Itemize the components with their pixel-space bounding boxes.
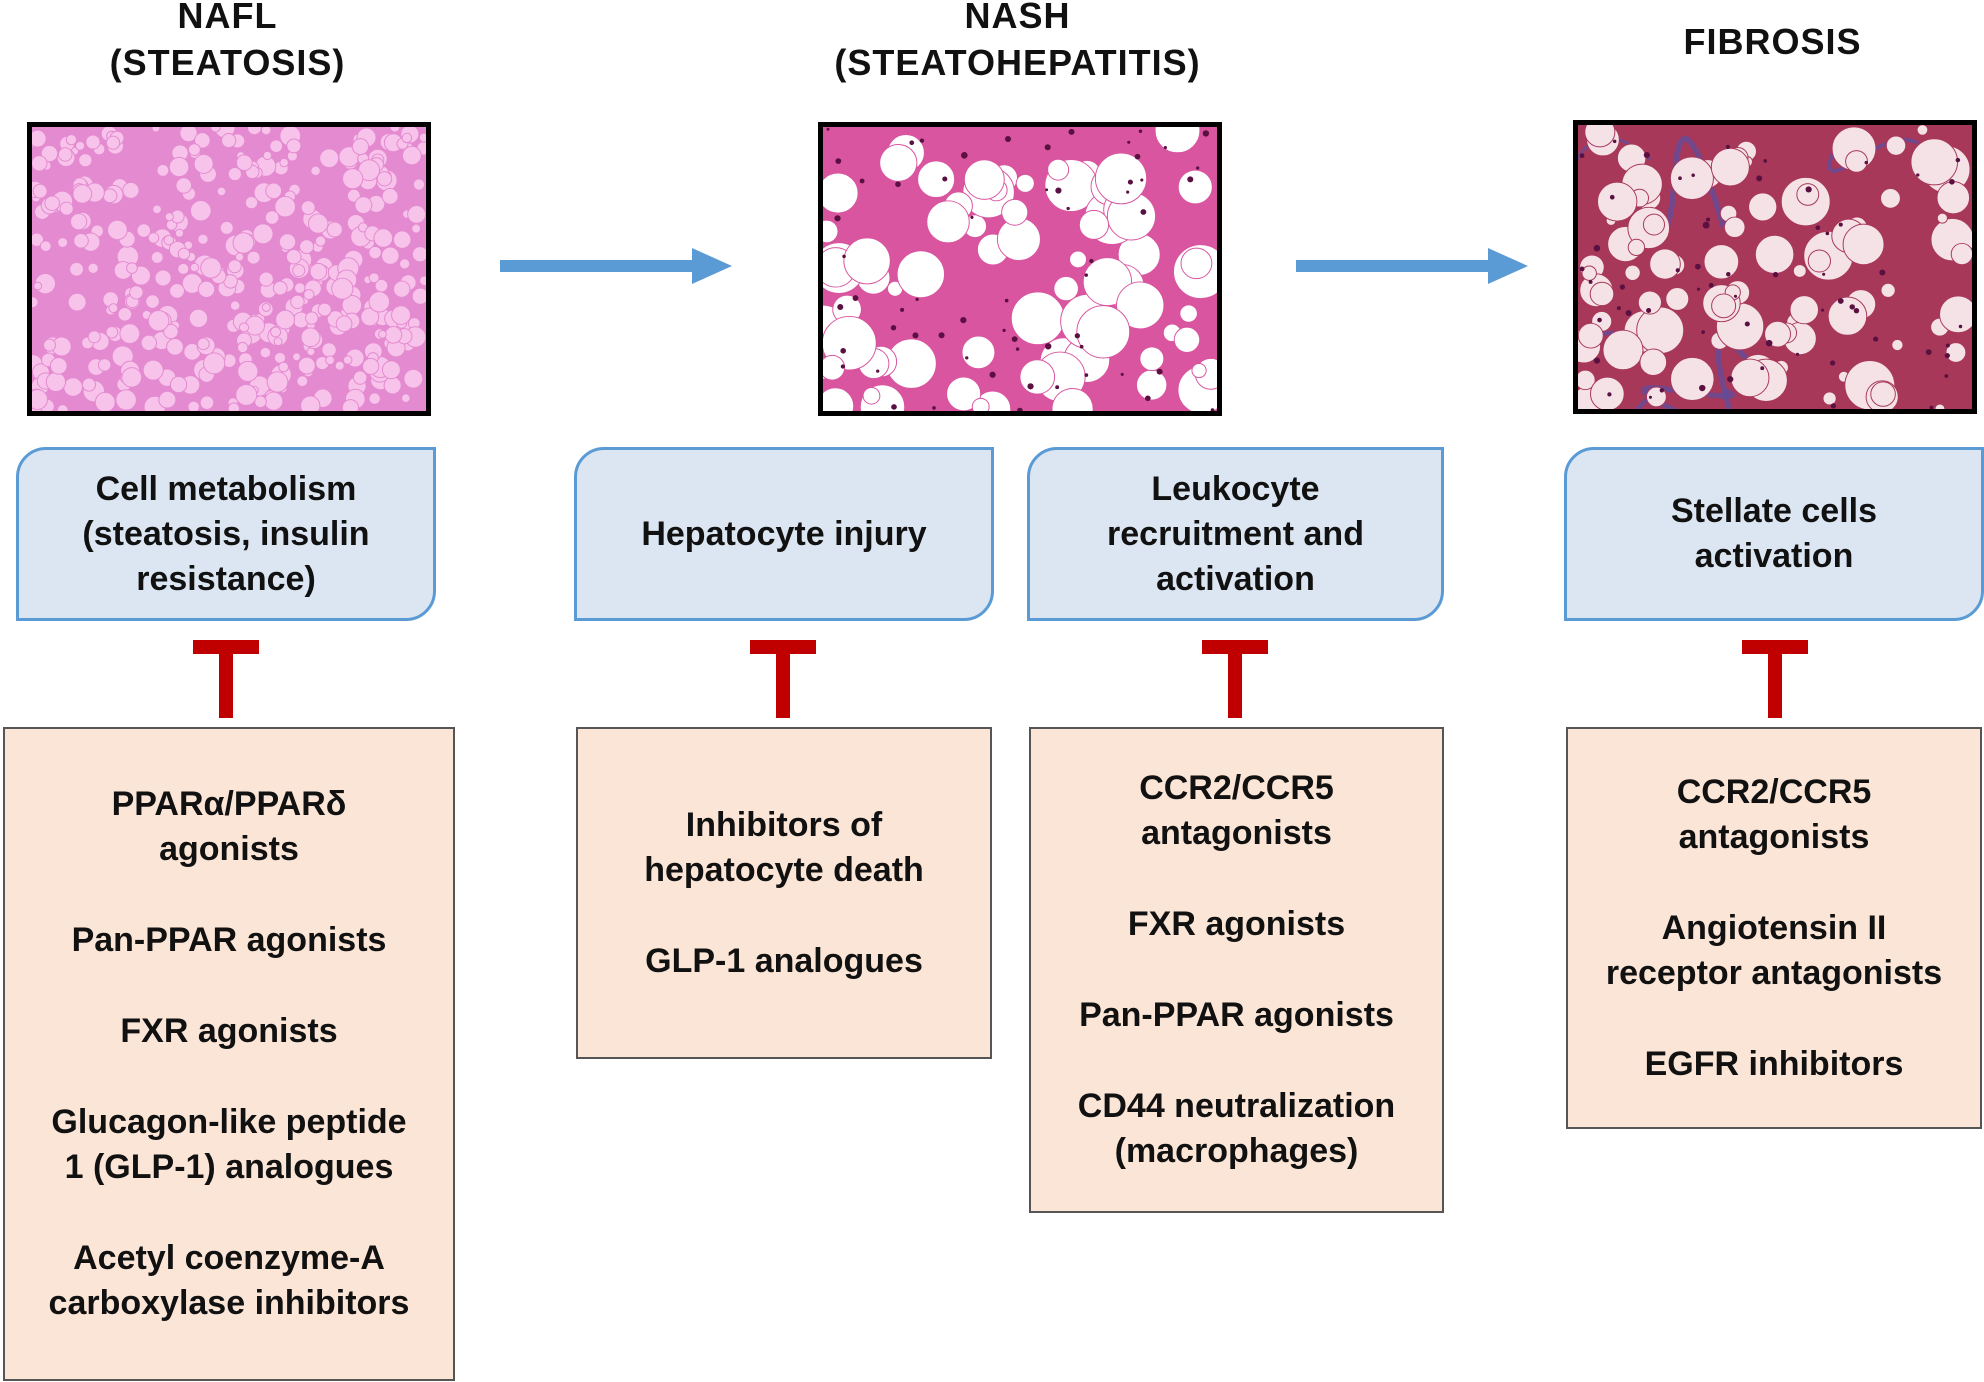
process-leukocyte-recruitment: Leukocyte recruitment and activation: [1027, 447, 1444, 621]
stage-title-nafl: NAFL (STEATOSIS): [30, 0, 425, 86]
stage-title-line2: (STEATOHEPATITIS): [834, 42, 1201, 83]
treatment-box-hepatocyte: Inhibitors of hepatocyte death GLP-1 ana…: [576, 727, 992, 1059]
stage-title-line1: NAFL: [177, 0, 278, 36]
process-label: Stellate cells activation: [1670, 492, 1877, 575]
fibrosis-micrograph: [1573, 120, 1977, 414]
stage-title-nash: NASH (STEATOHEPATITIS): [780, 0, 1255, 86]
treatment-item: Acetyl coenzyme-A carboxylase inhibitors: [48, 1239, 410, 1322]
stage-title-line1: FIBROSIS: [1683, 21, 1862, 62]
treatment-box-nafl: PPARα/PPARδ agonists Pan-PPAR agonists F…: [3, 727, 455, 1381]
treatment-item: Glucagon-like peptide 1 (GLP-1) analogue…: [51, 1103, 407, 1186]
treatment-item: CD44 neutralization (macrophages): [1077, 1087, 1396, 1170]
inhibition-t-icon: [1742, 640, 1808, 718]
stage-title-fibrosis: FIBROSIS: [1575, 18, 1970, 65]
inhibition-t-icon: [750, 640, 816, 718]
treatment-item: FXR agonists: [120, 1012, 338, 1050]
treatment-box-fibrosis: CCR2/CCR5 antagonists Angiotensin II rec…: [1566, 727, 1982, 1129]
treatment-item: GLP-1 analogues: [645, 941, 923, 980]
treatment-item: FXR agonists: [1127, 905, 1346, 943]
process-label: Cell metabolism (steatosis, insulin resi…: [82, 469, 370, 598]
treatment-item: Pan-PPAR agonists: [71, 921, 387, 959]
process-cell-metabolism: Cell metabolism (steatosis, insulin resi…: [16, 447, 436, 621]
process-stellate-activation: Stellate cells activation: [1564, 447, 1984, 621]
treatment-item: CCR2/CCR5 antagonists: [1139, 769, 1334, 852]
right-arrow-icon: [500, 248, 732, 284]
treatment-item: CCR2/CCR5 antagonists: [1676, 772, 1872, 856]
treatment-item: EGFR inhibitors: [1644, 1044, 1904, 1083]
treatment-item: Pan-PPAR agonists: [1079, 996, 1394, 1034]
steatohepatitis-micrograph: [818, 122, 1222, 416]
treatment-item: PPARα/PPARδ agonists: [111, 785, 347, 868]
right-arrow-icon: [1296, 248, 1528, 284]
inhibition-t-icon: [193, 640, 259, 718]
process-label: Leukocyte recruitment and activation: [1107, 469, 1364, 598]
process-hepatocyte-injury: Hepatocyte injury: [574, 447, 994, 621]
process-label: Hepatocyte injury: [641, 514, 927, 553]
treatment-box-leukocyte: CCR2/CCR5 antagonists FXR agonists Pan-P…: [1029, 727, 1444, 1213]
treatment-item: Angiotensin II receptor antagonists: [1605, 908, 1943, 992]
inhibition-t-icon: [1202, 640, 1268, 718]
treatment-item: Inhibitors of hepatocyte death: [644, 805, 924, 889]
stage-title-line1: NASH: [964, 0, 1071, 36]
stage-title-line2: (STEATOSIS): [109, 42, 346, 83]
steatosis-micrograph: [27, 122, 431, 416]
